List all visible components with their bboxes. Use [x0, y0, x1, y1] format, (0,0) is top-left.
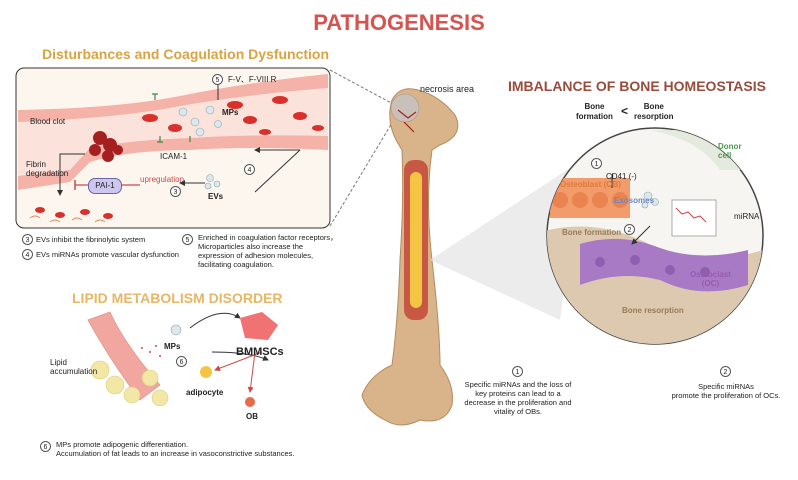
note-3-text: EVs inhibit the fibrinolytic system — [36, 235, 146, 244]
degraded-cells — [35, 207, 113, 219]
adhesion-molecules — [152, 93, 191, 143]
bone-resorption-label: Bone resorption — [622, 306, 684, 315]
lipid-section-title: LIPID METABOLISM DISORDER — [72, 290, 283, 306]
step-6-badge: 6 — [176, 356, 187, 367]
femur-bone — [361, 88, 459, 426]
mps-label: MPs — [222, 108, 239, 117]
blood-clot-icon — [89, 131, 123, 162]
exosomes-label: Exosomes — [614, 196, 655, 205]
note-5-badge: 5 — [182, 234, 193, 245]
osteoblast-label: Osteoblast (OB) — [560, 180, 621, 189]
lipid-accumulation-label: Lipid accumulation — [50, 358, 98, 376]
blood-clot-label: Blood clot — [30, 117, 66, 126]
bone-section-title: IMBALANCE OF BONE HOMEOSTASIS — [508, 78, 766, 94]
mirna-label: miRNA — [734, 212, 760, 221]
step-2-circle-badge: 2 — [624, 224, 635, 235]
lipid-mps-label: MPs — [164, 342, 181, 351]
icam-label: ICAM-1 — [160, 152, 188, 161]
note-2-badge: 2 — [720, 366, 731, 377]
donor-cell-label: Donor cell — [718, 142, 742, 160]
factor-label: F-V、F-VIII R — [228, 75, 277, 84]
ob-label: OB — [246, 412, 258, 421]
necrosis-label: necrosis area — [420, 84, 475, 94]
lipid-vessel — [87, 311, 169, 407]
step-3-badge: 3 — [170, 186, 181, 197]
bmmscs-label: BMMSCs — [236, 346, 284, 358]
note-2-text: Specific miRNAs promote the proliferatio… — [671, 382, 781, 400]
osteoclast-label: Osteoclast (OC) — [690, 270, 731, 288]
step-5-badge: 5 — [212, 74, 223, 85]
evs-label: EVs — [208, 192, 224, 201]
note-4-text: EVs miRNAs promote vascular dysfunction — [36, 250, 179, 259]
note-1-text: Specific miRNAs and the loss of key prot… — [464, 380, 572, 416]
pai-badge: PAI-1 — [88, 178, 122, 194]
note-4-badge: 4 — [22, 249, 33, 260]
page-title: PATHOGENESIS — [313, 10, 485, 35]
evs-icon — [204, 174, 221, 190]
cd41-label: CD41 (-) — [606, 172, 637, 181]
upregulation-label: upregulation — [140, 175, 185, 184]
fibrin-label: Fibrin degradation — [26, 160, 69, 178]
bmmscs-icon — [240, 312, 278, 340]
note-1-badge: 1 — [512, 366, 523, 377]
adipocyte-label: adipocyte — [186, 388, 224, 397]
note-5-text: Enriched in coagulation factor receptors… — [198, 233, 338, 269]
bone-formation-label: Bone formation — [562, 228, 622, 237]
note-3-badge: 3 — [22, 234, 33, 245]
step-1-circle-badge: 1 — [591, 158, 602, 169]
vessel-lumen — [18, 88, 328, 176]
bone-resorption-top: Bone resorption — [634, 102, 674, 121]
mp-particles — [178, 105, 222, 137]
blood-cells — [142, 96, 324, 135]
bone-formation-top: Bone formation — [576, 102, 613, 121]
note-6-text: MPs promote adipogenic differentiation. … — [56, 440, 295, 458]
step-4-badge: 4 — [244, 164, 255, 175]
ob-icon — [245, 397, 255, 407]
adipocyte-icon — [200, 366, 212, 378]
note-6-badge: 6 — [40, 441, 51, 452]
less-than: < — [621, 104, 629, 118]
coag-section-title: Disturbances and Coagulation Dysfunction — [42, 46, 330, 62]
bone-circle — [546, 127, 764, 345]
